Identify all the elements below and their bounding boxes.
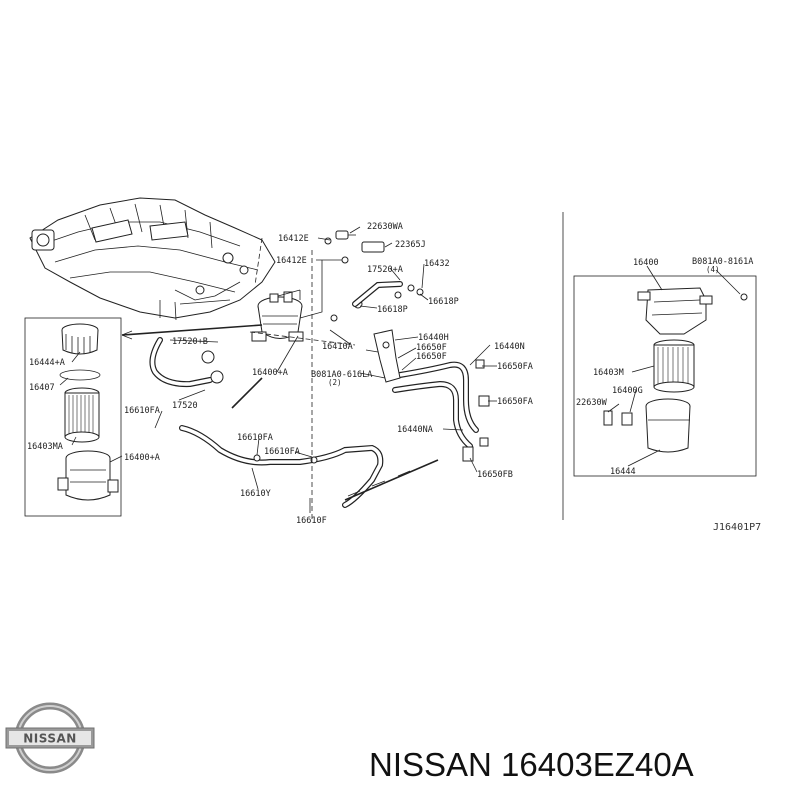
label-16432: 16432 [424, 259, 450, 269]
label-22365j: 22365J [395, 240, 426, 250]
label-16412e-top: 16412E [278, 234, 309, 244]
label-16403ma: 16403MA [27, 442, 63, 452]
label-bolt-b-qty: (4) [706, 265, 720, 274]
label-16610f: 16610F [296, 516, 327, 526]
label-16444a: 16444+A [29, 358, 65, 368]
label-22630wa: 22630WA [367, 222, 403, 232]
label-16400g: 16400G [612, 386, 643, 396]
intake-manifold-illustration [29, 197, 276, 321]
filter-exploded-left-box [24, 317, 122, 517]
label-bolt-a-qty: (2) [328, 378, 342, 387]
label-16650fa-b: 16650FA [497, 397, 533, 407]
label-16400: 16400 [633, 258, 659, 268]
fuel-hoses [149, 281, 490, 508]
label-bolt-a: B081A0-616LA [311, 370, 372, 380]
label-17520: 17520 [172, 401, 198, 411]
label-16650f-b: 16650F [416, 352, 447, 362]
part-title: NISSAN 16403EZ40A [369, 746, 694, 783]
label-16440na: 16440NA [397, 425, 433, 435]
label-16412e-bot: 16412E [276, 256, 307, 266]
label-16400a-mid: 16400+A [252, 368, 288, 378]
label-16610fa-c: 16610FA [264, 447, 300, 457]
label-16440h: 16440H [418, 333, 449, 343]
label-16407: 16407 [29, 383, 55, 393]
fuel-filter-center-illustration [251, 289, 304, 342]
nissan-logo: NISSAN [5, 702, 95, 774]
label-16650fb: 16650FB [477, 470, 513, 480]
label-22630w: 22630W [576, 398, 608, 408]
label-bolt-b: B081A0-8161A [692, 257, 753, 267]
right-box-leaders [607, 265, 741, 467]
bracket-16440h [365, 329, 401, 383]
label-16610fa-a: 16610FA [124, 406, 160, 416]
label-16650fa-a: 16650FA [497, 362, 533, 372]
label-17520a-top: 17520+A [367, 265, 403, 275]
label-16444: 16444 [610, 467, 636, 477]
left-box-leaders [59, 351, 123, 463]
label-16610y: 16610Y [240, 489, 271, 499]
reference-dashed-lines [249, 237, 356, 520]
logo-text: NISSAN [23, 732, 77, 746]
sensor-connectors [324, 230, 424, 322]
diagram-reference-code: J16401P7 [713, 522, 761, 533]
label-16618p-b: 16618P [377, 305, 408, 315]
label-16410a: 16410A [322, 342, 353, 352]
filter-exploded-right-box [573, 275, 757, 477]
label-17520b: 17520+B [172, 337, 208, 347]
leader-lines [121, 226, 497, 513]
part-number-labels: 16412E 22630WA 22365J 16412E 17520+A 164… [27, 222, 753, 526]
label-16403m: 16403M [593, 368, 624, 378]
label-16440n: 16440N [494, 342, 525, 352]
label-16650f-a: 16650F [416, 343, 447, 353]
label-16618p-a: 16618P [428, 297, 459, 307]
label-16610fa-b: 16610FA [237, 433, 273, 443]
label-16400a-left: 16400+A [124, 453, 160, 463]
